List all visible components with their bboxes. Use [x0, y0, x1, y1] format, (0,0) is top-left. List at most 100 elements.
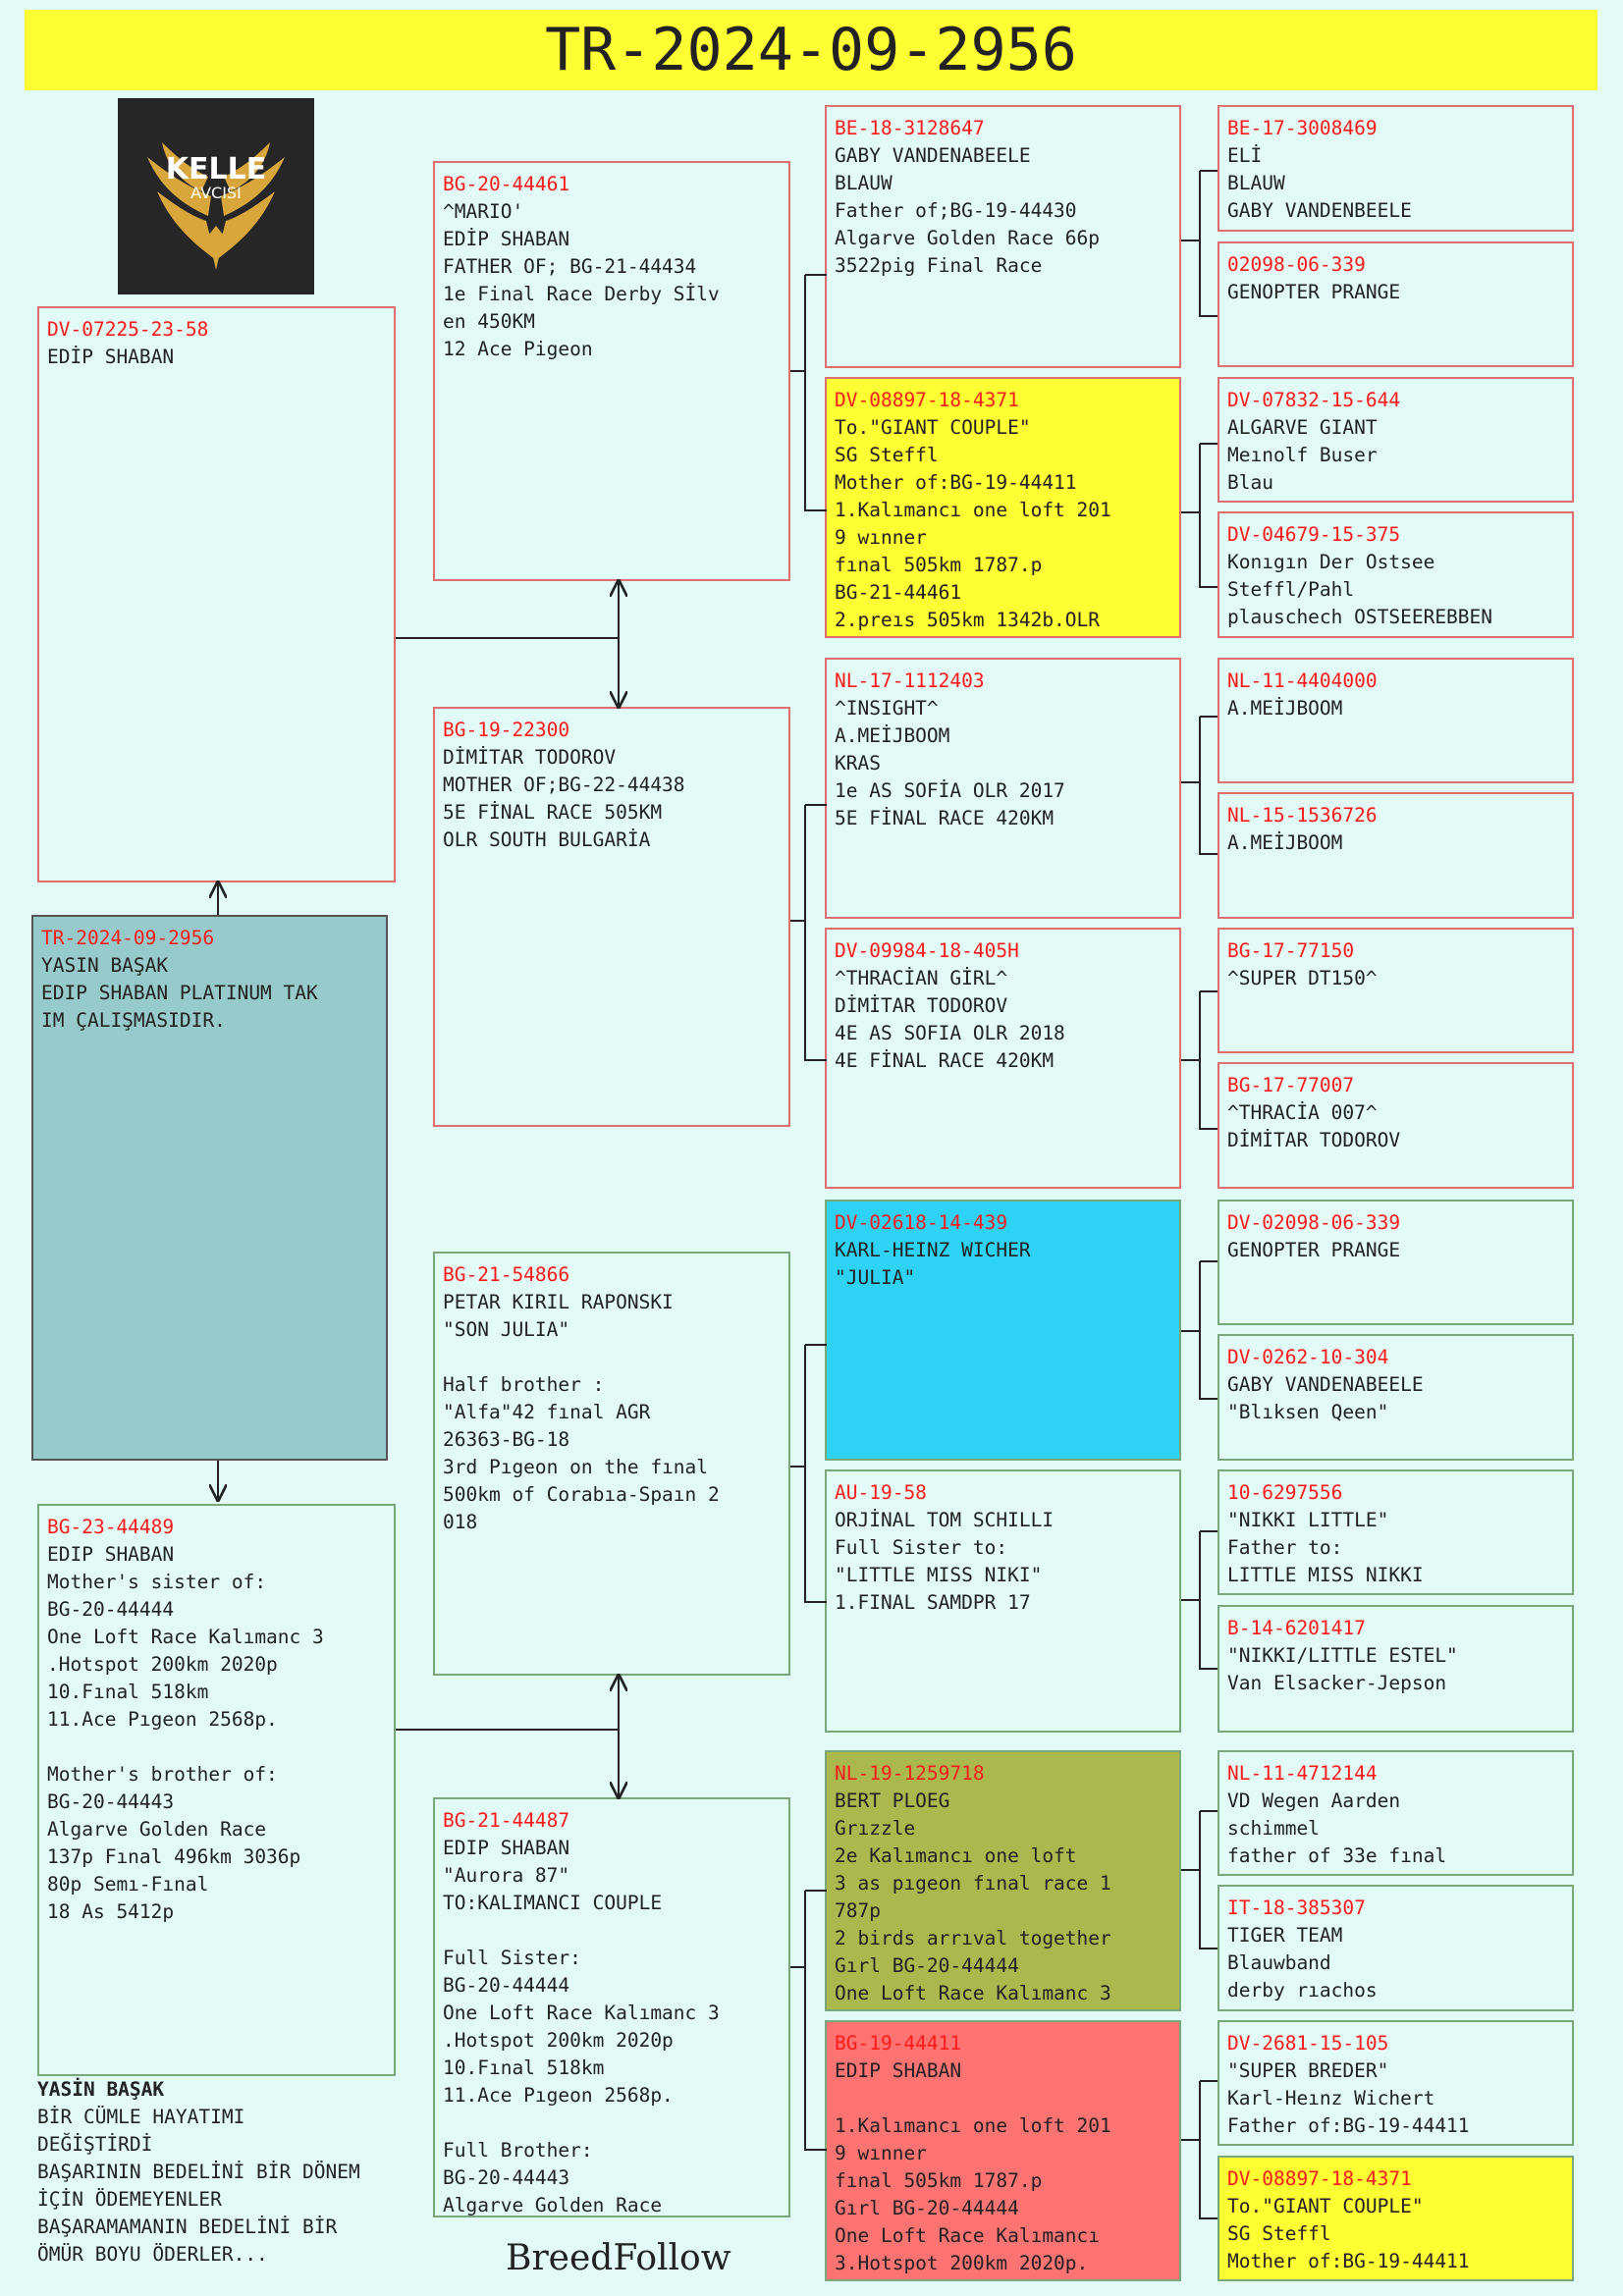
card-line: 137p Fınal 496km 3036p [47, 1845, 301, 1868]
card-line: 11.Ace Pıgeon 2568p. [47, 1708, 278, 1731]
card-line: ^INSIGHT^ [835, 697, 939, 720]
card-line: 500km of Corabıa-Spaın 2 [443, 1483, 720, 1506]
ring-number: BG-21-44487 [443, 1809, 570, 1832]
brand-name: BreedFollow [506, 2238, 731, 2278]
card-line: "NIKKI/LITTLE ESTEL" [1227, 1644, 1458, 1667]
card-line: LITTLE MISS NIKKI [1227, 1564, 1424, 1586]
card-line: MOTHER OF;BG-22-44438 [443, 774, 685, 796]
card-line: BG-20-44443 [47, 1790, 175, 1813]
kelle-avcisi-logo: KELLE AVCISI [118, 98, 314, 294]
card-line: 12 Ace Pigeon [443, 338, 593, 360]
card-line: en 450KM [443, 310, 535, 333]
card-line: ^MARIO' [443, 200, 524, 223]
card-line: 5E FİNAL RACE 505KM [443, 801, 663, 824]
ring-number: B-14-6201417 [1227, 1617, 1366, 1639]
ring-number: BE-18-3128647 [835, 117, 985, 139]
card-line: 1e AS SOFİA OLR 2017 [835, 779, 1065, 802]
pigeon-card-g8[interactable]: BG-17-77007^THRACİA 007^DİMİTAR TODOROV [1217, 1062, 1574, 1189]
card-line: 1e Final Race Derby Sİlv [443, 283, 720, 305]
card-line: FATHER OF; BG-21-44434 [443, 255, 697, 278]
ring-number: BG-17-77007 [1227, 1074, 1355, 1096]
card-line: One Loft Race Kalımanc 3 [47, 1626, 324, 1648]
card-line: "LITTLE MISS NIKI" [835, 1564, 1043, 1586]
ring-number: AU-19-58 [835, 1481, 927, 1504]
card-line: 18 As 5412p [47, 1900, 175, 1923]
pigeon-card-g7[interactable]: BG-17-77150^SUPER DT150^ [1217, 928, 1574, 1053]
card-line: EDIP SHABAN [835, 2059, 962, 2082]
ring-number: BE-17-3008469 [1227, 117, 1378, 139]
card-line: 10.Fınal 518km [443, 2056, 605, 2079]
card-line: "NIKKI LITTLE" [1227, 1509, 1389, 1531]
card-line [835, 2085, 1173, 2112]
card-line: A.MEİJBOOM [835, 724, 950, 747]
card-line: Karl-Heınz Wichert [1227, 2087, 1435, 2109]
card-line: "JULIA" [835, 1266, 916, 1289]
card-line: 11.Ace Pıgeon 2568p. [443, 2084, 674, 2107]
pigeon-card-g12[interactable]: B-14-6201417 "NIKKI/LITTLE ESTEL" Van Elsa… [1217, 1605, 1574, 1733]
card-line: 9 wınner [835, 526, 927, 549]
pigeon-card-g11[interactable]: 10-6297556"NIKKI LITTLE"Father to:LITTLE… [1217, 1469, 1574, 1595]
card-line: 2e Kalımancı one loft [835, 1844, 1077, 1867]
card-line [443, 1917, 783, 1945]
card-line: ELİ [1227, 144, 1263, 167]
card-line: Mother of:BG-19-44411 [835, 471, 1077, 494]
card-line: Blauwband [1227, 1951, 1331, 1974]
card-line: schimmel [1227, 1817, 1320, 1840]
pigeon-card-g15[interactable]: DV-2681-15-105"SUPER BREDER"Karl-Heınz W… [1217, 2020, 1574, 2146]
card-line: Mother's sister of: [47, 1571, 267, 1593]
card-line: "SON JULIA" [443, 1318, 570, 1341]
pigeon-card-sdd[interactable]: DV-09984-18-405H^THRACİAN GİRL^DİMİTAR T… [825, 928, 1181, 1189]
ring-number: BG-20-44461 [443, 173, 570, 195]
card-line: PETAR KIRIL RAPONSKI [443, 1291, 674, 1313]
card-line: Mother of:BG-19-44411 [1227, 2250, 1470, 2272]
card-line: 3522pig Final Race [835, 254, 1043, 277]
card-line: Blau [1227, 471, 1273, 494]
logo-subtitle: AVCISI [190, 184, 242, 202]
card-line: VD Wegen Aarden [1227, 1789, 1401, 1812]
card-line: ^THRACİA 007^ [1227, 1101, 1378, 1124]
card-line: BG-21-44461 [835, 581, 962, 604]
ring-number: BG-19-44411 [835, 2032, 962, 2055]
card-line [47, 1734, 388, 1761]
card-line: Father to: [1227, 1536, 1343, 1559]
ring-number: DV-07225-23-58 [47, 318, 209, 341]
card-line: 3 as pıgeon fınal race 1 [835, 1872, 1111, 1895]
card-line: 26363-BG-18 [443, 1428, 570, 1451]
card-line: DİMİTAR TODOROV [835, 994, 1008, 1017]
ring-number: NL-11-4712144 [1227, 1762, 1378, 1785]
card-line: Gırl BG-20-44444 [835, 2197, 1019, 2219]
card-line: ALGARVE GIANT [1227, 416, 1378, 439]
card-line: Algarve Golden Race [443, 2194, 663, 2216]
ring-number: DV-2681-15-105 [1227, 2032, 1389, 2055]
card-line: 4E FİNAL RACE 420KM [835, 1049, 1055, 1072]
ring-number: DV-07832-15-644 [1227, 389, 1401, 411]
card-line: 4E AS SOFIA OLR 2018 [835, 1022, 1065, 1044]
card-line: One Loft Race Kalımancı [835, 2224, 1101, 2247]
card-line: Van Elsacker-Jepson [1227, 1672, 1447, 1694]
